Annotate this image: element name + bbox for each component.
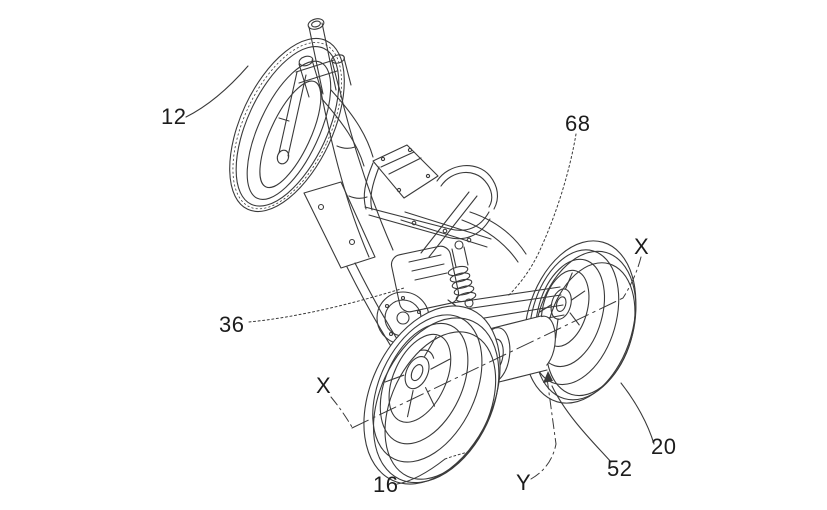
leader-line-36 — [248, 287, 405, 323]
leader-line-52 — [551, 385, 612, 463]
leader-line-16-dotted-tail — [444, 451, 469, 460]
axis-leader-x-lower — [330, 396, 353, 428]
ref-label-16: 16 — [373, 472, 398, 497]
ref-label-68: 68 — [565, 111, 590, 136]
ref-label-52: 52 — [607, 456, 632, 481]
axis-label-x-lower: X — [316, 373, 331, 398]
left-rear-wheel — [363, 305, 501, 485]
reference-labels: 12 68 36 X X 16 Y 52 20 — [161, 104, 676, 497]
front-wheel — [229, 37, 345, 213]
leader-arrowhead-52 — [543, 371, 553, 383]
front-fork — [276, 55, 323, 165]
rear-rack — [363, 144, 527, 263]
ref-label-36: 36 — [219, 312, 244, 337]
vehicle-line-art — [185, 18, 655, 485]
ref-label-12: 12 — [161, 104, 186, 129]
axis-leader-x-upper — [622, 256, 642, 299]
shock-absorber — [447, 240, 477, 308]
leader-line-20 — [620, 382, 655, 445]
axis-line-y — [530, 377, 557, 480]
ref-label-20: 20 — [651, 434, 676, 459]
axis-line-x-x — [351, 297, 624, 429]
leader-line-68 — [507, 133, 577, 297]
steering-stem — [295, 18, 352, 95]
axis-label-y: Y — [516, 470, 531, 495]
axis-label-x-upper: X — [634, 234, 649, 259]
leader-line-16 — [396, 458, 446, 485]
frame — [303, 86, 394, 269]
leader-line-12 — [185, 65, 249, 118]
right-rear-wheel — [523, 240, 637, 404]
